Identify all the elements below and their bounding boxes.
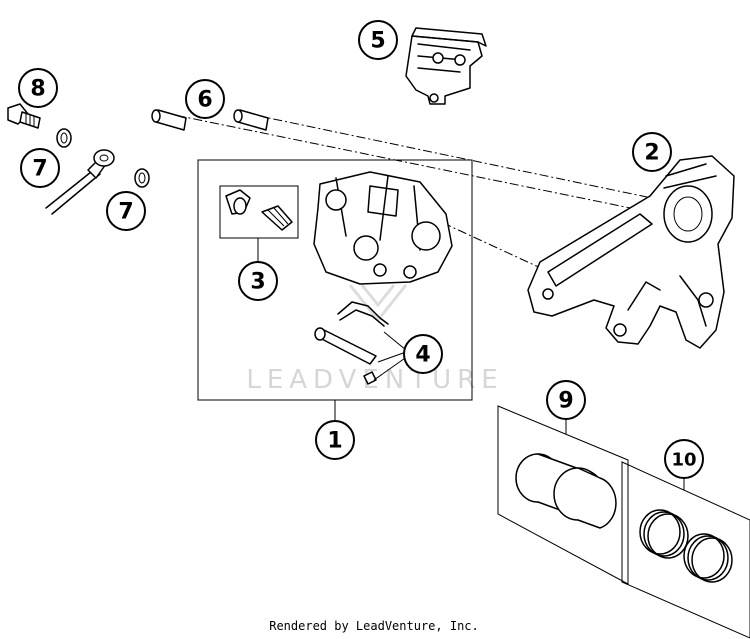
callout-7-right-label: 7 <box>118 200 133 225</box>
brake-caliper-part <box>313 171 453 285</box>
callout-5-label: 5 <box>370 29 385 54</box>
callout-8: 8 <box>18 68 58 108</box>
brake-pad-part <box>405 27 487 105</box>
piston-set-part <box>497 405 629 585</box>
callout-3: 3 <box>238 261 278 301</box>
callout-2-label: 2 <box>644 141 659 166</box>
callout-10-label: 10 <box>671 450 696 471</box>
brake-line-part <box>45 149 115 215</box>
callout-6-label: 6 <box>197 88 212 113</box>
callout-3-label: 3 <box>250 270 265 295</box>
callout-4-label: 4 <box>415 343 430 368</box>
callout-4: 4 <box>403 334 443 374</box>
callout-1: 1 <box>315 420 355 460</box>
callout-10: 10 <box>664 439 704 479</box>
seal-set-part <box>621 461 750 639</box>
callout-7-left: 7 <box>20 148 60 188</box>
callout-5: 5 <box>358 20 398 60</box>
callout-9-label: 9 <box>558 389 573 414</box>
callout-7-left-label: 7 <box>32 157 47 182</box>
bleeder-set-part <box>225 189 293 231</box>
bleed-screw-part <box>7 103 41 129</box>
leader-lines <box>257 238 685 490</box>
callout-2: 2 <box>632 132 672 172</box>
washers-part <box>56 128 150 188</box>
mounting-pins-part <box>151 109 269 131</box>
caliper-bracket-part <box>527 155 735 349</box>
callout-9: 9 <box>546 380 586 420</box>
callout-1-label: 1 <box>327 429 342 454</box>
bleeder-set-box <box>219 185 299 239</box>
render-credit: Rendered by LeadVenture, Inc. <box>269 619 479 633</box>
pin-and-spring-kit-part <box>314 301 389 385</box>
callout-8-label: 8 <box>30 77 45 102</box>
callout-7-right: 7 <box>106 191 146 231</box>
callout-6: 6 <box>185 79 225 119</box>
